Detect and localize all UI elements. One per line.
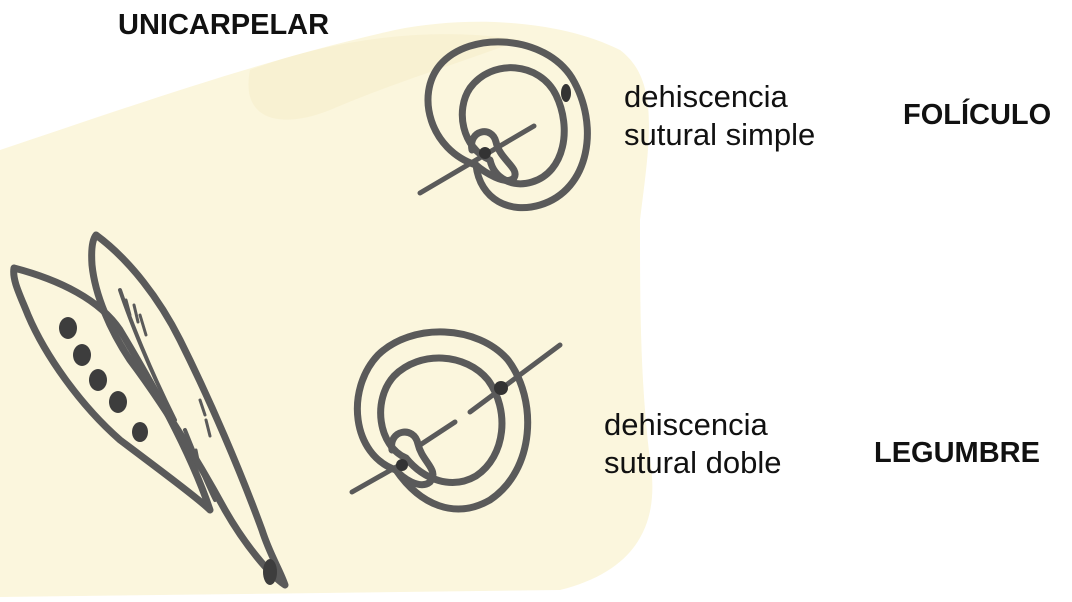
folliculo-description: dehiscencia sutural simple [624, 78, 815, 154]
pod-seed-3 [89, 369, 107, 391]
pod-stalk-tip [263, 559, 277, 585]
legumbre-suture-dot-top [494, 381, 508, 395]
unicarpelar-title: UNICARPELAR [118, 8, 329, 43]
pod-seed-2 [73, 344, 91, 366]
legumbre-description-line-2: sutural doble [604, 444, 782, 482]
folliculo-seed-dot [561, 84, 571, 102]
legumbre-description: dehiscencia sutural doble [604, 406, 782, 482]
folliculo-label: FOLÍCULO [903, 98, 1051, 133]
legumbre-label: LEGUMBRE [874, 436, 1040, 471]
folliculo-description-line-1: dehiscencia [624, 78, 815, 116]
pod-seed-5 [132, 422, 148, 442]
legumbre-description-line-1: dehiscencia [604, 406, 782, 444]
folliculo-description-line-2: sutural simple [624, 116, 815, 154]
folliculo-suture-dot [479, 147, 491, 159]
pod-seed-4 [109, 391, 127, 413]
pod-seed-1 [59, 317, 77, 339]
legumbre-suture-dot-bottom [396, 459, 408, 471]
